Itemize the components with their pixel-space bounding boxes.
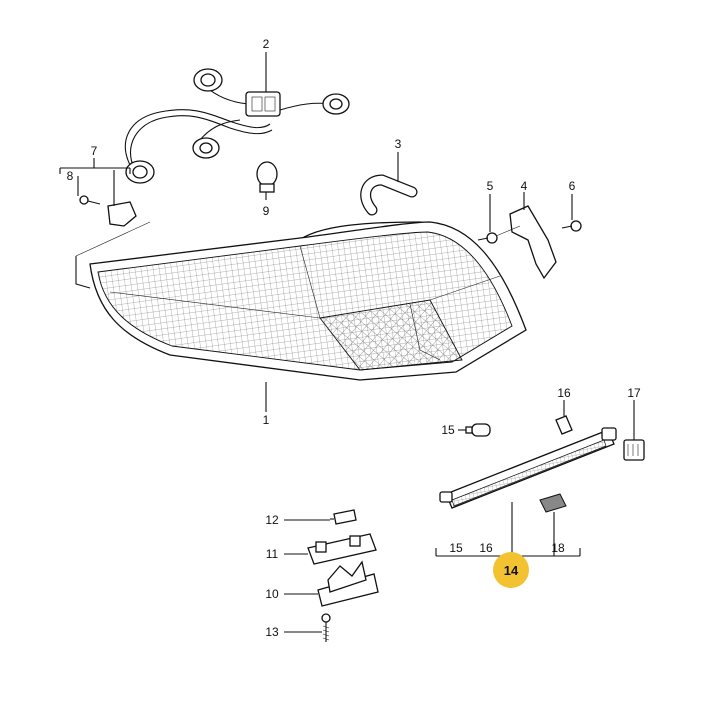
bulb-socket [193,68,223,92]
bracket-label-15: 15 [449,541,463,555]
bulb-socket [322,93,350,115]
connector-plug [623,439,645,461]
wiring-harness [124,68,350,184]
bulb-socket [192,137,220,159]
highlight-circle [493,552,529,588]
callout-13: 13 [265,625,279,639]
callout-16: 16 [557,386,571,400]
screw [477,232,498,244]
callout-11: 11 [266,547,279,561]
callout-8: 8 [67,169,74,183]
bulb-socket [125,160,155,184]
screw [561,220,582,232]
harness-connector [245,91,281,117]
tail-light-housing [75,221,527,381]
clip [555,415,573,435]
callout-17: 17 [627,386,641,400]
license-light-housing [317,560,379,607]
bulb-holder [107,201,137,227]
callout-7: 7 [91,144,98,158]
callout-labels: 2 3 7 8 9 5 4 6 1 16 17 15 12 11 10 13 1… [67,37,641,639]
mounting-bracket [495,205,557,280]
leader-lines [59,52,635,633]
third-brake-light [439,427,617,509]
callout-14: 14 [504,563,519,578]
callout-5: 5 [487,179,494,193]
callout-15: 15 [441,423,455,437]
callout-4: 4 [521,179,528,193]
callout-12: 12 [265,513,279,527]
callout-2: 2 [263,37,270,51]
license-light-lens [307,533,377,565]
hose [360,174,418,216]
callout-1: 1 [263,413,270,427]
callout-6: 6 [569,179,576,193]
callout-3: 3 [395,137,402,151]
screw [79,195,101,205]
screw [321,613,331,642]
callout-9: 9 [263,204,270,218]
bracket-label-18: 18 [551,541,565,555]
bulb-small [465,423,491,437]
callout-10: 10 [265,587,279,601]
bulb [256,161,278,193]
license-light-bulb [330,509,357,525]
gasket-pad [539,493,567,513]
bracket-label-16: 16 [479,541,493,555]
